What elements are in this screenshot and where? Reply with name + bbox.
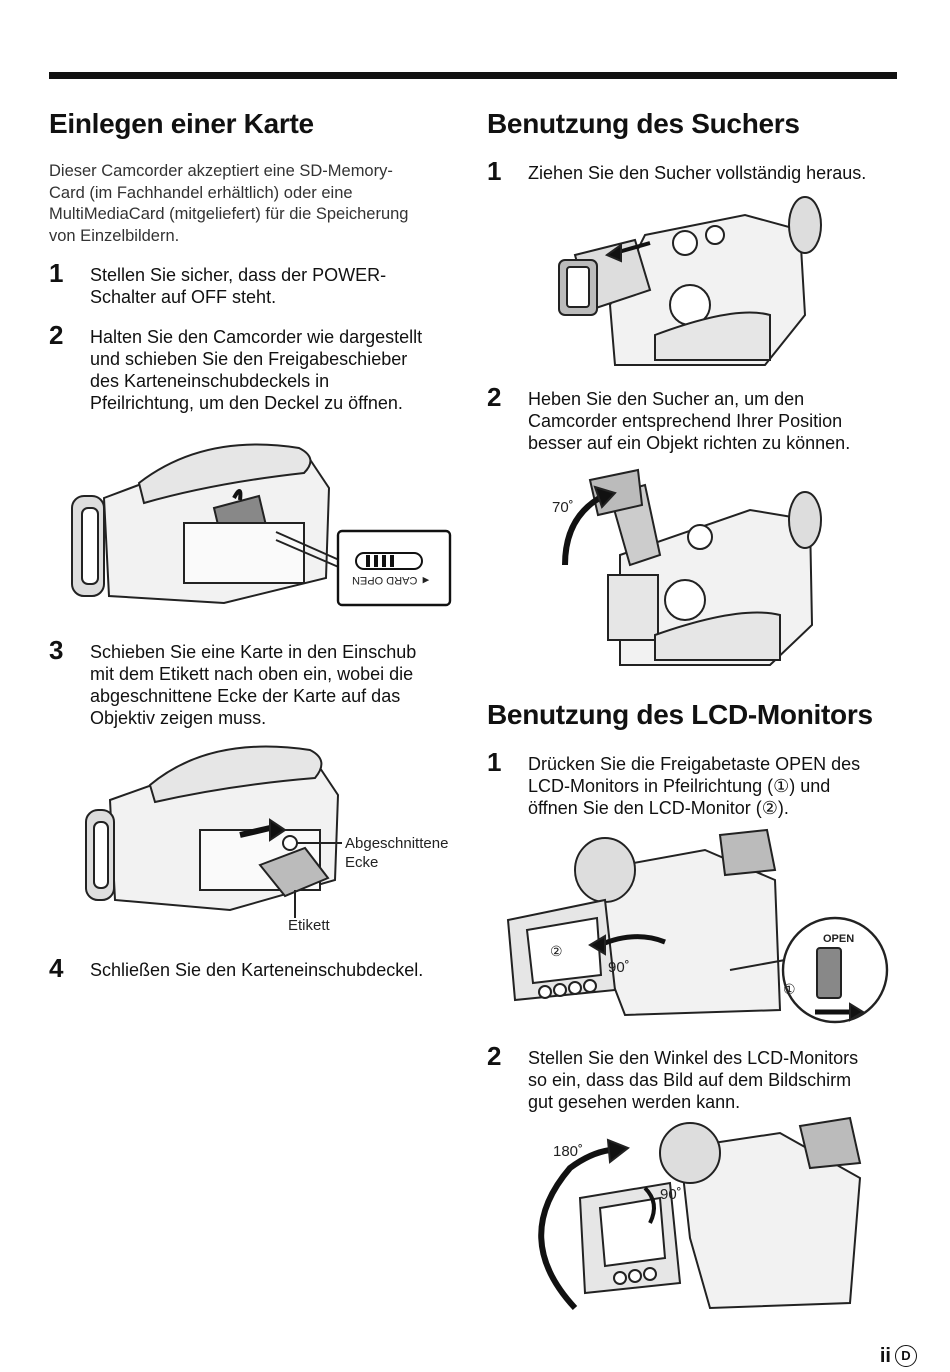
step-number: 4 [49,953,64,983]
angle-180-label: 180˚ [553,1143,584,1160]
step-number: 2 [487,382,502,412]
section-title-lcd: Benutzung des LCD-Monitors [487,699,873,730]
viewfinder-tilt-illustration: 70˚ [550,465,840,670]
step-number: 2 [49,320,64,350]
callout-2: ② [550,943,563,959]
camcorder-drawing-6 [538,1116,862,1311]
intro-line: Card (im Fachhandel erhältlich) oder ein… [49,183,353,202]
step-text: Stellen Sie den Winkel des LCD-Monitors … [528,1047,858,1113]
etikett-label: Etikett [288,917,330,934]
intro-text: Dieser Camcorder akzeptiert eine SD-Memo… [49,161,409,247]
step-line: des Karteneinschubdeckels in [90,371,330,391]
step-line: Pfeilrichtung, um den Deckel zu öffnen. [90,393,403,413]
lcd-angle-illustration: 180˚ 90˚ [530,1116,875,1318]
step-line: Stellen Sie den Winkel des LCD-Monitors [528,1048,859,1068]
section-title-card: Einlegen einer Karte [49,108,314,139]
step-text: Halten Sie den Camcorder wie dargestellt… [90,326,422,414]
lcd-open-illustration: ② 90˚ OPEN ① [505,828,890,1035]
step-text: Schieben Sie eine Karte in den Einschub … [90,641,416,729]
step-line: Stellen Sie sicher, dass der POWER- [90,265,387,285]
angle-90-label: 90˚ [608,959,630,976]
cut-corner-label: Abgeschnittene Ecke [345,834,448,872]
section-title-viewfinder: Benutzung des Suchers [487,108,800,139]
card-insert-illustration: Abgeschnittene Ecke Etikett [80,740,470,940]
page-number-text: ii [879,1345,891,1367]
step-number: 3 [49,635,64,665]
camcorder-drawing-3 [558,196,822,366]
step-text: Drücken Sie die Freigabetaste OPEN des L… [528,753,860,819]
step-number: 1 [487,156,502,186]
intro-line: von Einzelbildern. [49,226,180,245]
step-text: Heben Sie den Sucher an, um den Camcorde… [528,388,850,454]
step-line: gut gesehen werden kann. [528,1092,741,1112]
step-line: Objektiv zeigen muss. [90,708,267,728]
step-line: so ein, dass das Bild auf dem Bildschirm [528,1070,852,1090]
step-text: Ziehen Sie den Sucher vollständig heraus… [528,162,866,184]
step-line: Camcorder entsprechend Ihrer Position [528,411,843,431]
step-line: Schließen Sie den Karteneinschubdeckel. [90,960,424,980]
step-line: abgeschnittene Ecke der Karte auf das [90,686,401,706]
angle-90-label-2: 90˚ [660,1186,682,1203]
step-line: öffnen Sie den LCD-Monitor (②). [528,798,789,818]
open-button-label: OPEN [823,933,855,945]
label-line: Abgeschnittene [345,835,449,852]
intro-line: MultiMediaCard (mitgeliefert) für die Sp… [49,205,409,223]
camcorder-drawing-4 [562,468,822,666]
step-line: mit dem Etikett nach oben ein, wobei die [90,664,414,684]
step-number: 2 [487,1041,502,1071]
intro-line: Dieser Camcorder akzeptiert eine SD-Memo… [49,162,393,180]
step-text: Stellen Sie sicher, dass der POWER- Scha… [90,264,386,308]
card-open-label: ◄ CARD OPEN [352,574,432,586]
step-number: 1 [49,258,64,288]
step-line: Heben Sie den Sucher an, um den [528,389,805,409]
step-line: Drücken Sie die Freigabetaste OPEN des [528,754,861,774]
camcorder-drawing-1 [71,443,452,607]
step-line: Schieben Sie eine Karte in den Einschub [90,642,417,662]
step-line: Halten Sie den Camcorder wie dargestellt [90,327,423,347]
step-line: und schieben Sie den Freigabeschieber [90,349,408,369]
card-open-illustration: ◄ CARD OPEN [64,428,454,613]
top-rule [49,72,897,79]
camcorder-drawing-2 [85,745,342,918]
step-line: Schalter auf OFF steht. [90,287,277,307]
step-line: Ziehen Sie den Sucher vollständig heraus… [528,163,867,183]
label-line: Ecke [345,854,379,871]
step-text: Schließen Sie den Karteneinschubdeckel. [90,959,423,981]
angle-70-label: 70˚ [552,499,574,516]
step-line: besser auf ein Objekt richten zu können. [528,433,851,453]
camcorder-drawing-5 [506,828,889,1024]
step-line: LCD-Monitors in Pfeilrichtung (①) und [528,776,831,796]
step-number: 1 [487,747,502,777]
callout-1: ① [783,981,796,997]
language-badge: D [895,1345,917,1367]
viewfinder-pull-illustration [555,195,825,375]
